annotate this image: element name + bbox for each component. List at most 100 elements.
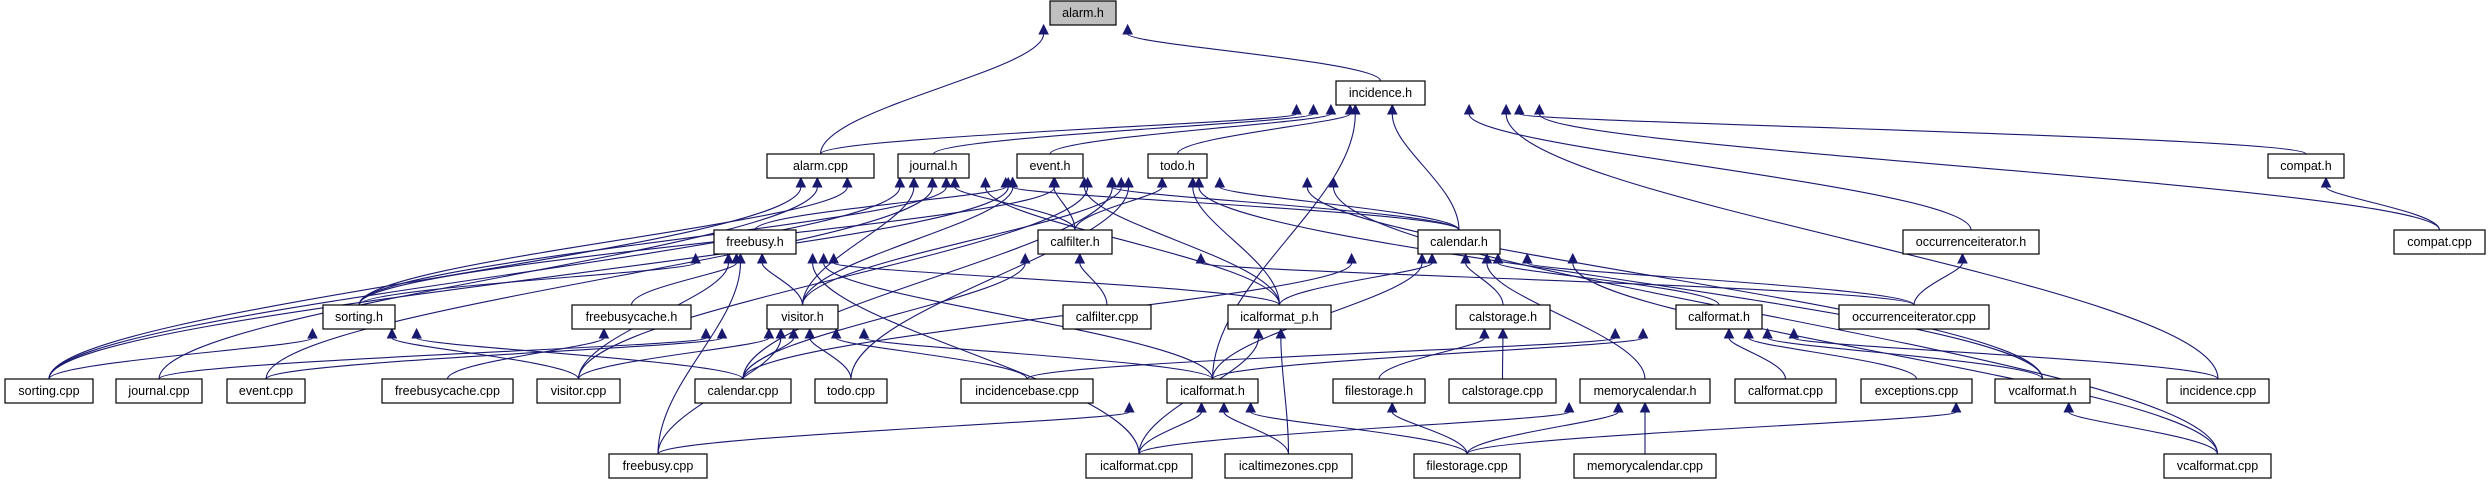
node-occurrenceiterator-h[interactable]: occurrenceiterator.h	[1902, 229, 2040, 255]
arrowhead-icon	[2320, 176, 2332, 188]
node-box[interactable]	[322, 304, 396, 330]
node-calformat-h[interactable]: calformat.h	[1675, 304, 1763, 330]
node-sorting-cpp[interactable]: sorting.cpp	[4, 378, 94, 404]
node-freebusycache-h[interactable]: freebusycache.h	[571, 304, 692, 330]
node-event-h[interactable]: event.h	[1016, 153, 1084, 179]
edge-incidencebase-cpp-to-visitor-h	[830, 327, 1028, 380]
node-box[interactable]	[1417, 229, 1501, 255]
node-box[interactable]	[2166, 378, 2270, 404]
node-journal-h[interactable]: journal.h	[897, 153, 970, 179]
node-box[interactable]	[766, 153, 875, 179]
node-box[interactable]	[1734, 378, 1837, 404]
node-box[interactable]	[381, 378, 514, 404]
node-box[interactable]	[1037, 229, 1113, 255]
arrowhead-icon	[690, 252, 701, 264]
node-box[interactable]	[1049, 0, 1117, 26]
node-icalformat-p-h[interactable]: icalformat_p.h	[1227, 304, 1332, 330]
node-calfilter-h[interactable]: calfilter.h	[1037, 229, 1113, 255]
node-calfilter-cpp[interactable]: calfilter.cpp	[1062, 304, 1152, 330]
node-box[interactable]	[1902, 229, 2040, 255]
node-incidencebase-cpp[interactable]: incidencebase.cpp	[960, 378, 1094, 404]
node-box[interactable]	[1166, 378, 1259, 404]
node-filestorage-cpp[interactable]: filestorage.cpp	[1413, 453, 1521, 479]
arrowhead-icon	[735, 252, 746, 264]
node-filestorage-h[interactable]: filestorage.h	[1332, 378, 1426, 404]
node-box[interactable]	[1675, 304, 1763, 330]
node-visitor-h[interactable]: visitor.h	[766, 304, 839, 330]
node-box[interactable]	[536, 378, 621, 404]
node-calendar-cpp[interactable]: calendar.cpp	[694, 378, 792, 404]
arrowhead-icon	[1416, 252, 1428, 264]
node-box[interactable]	[4, 378, 94, 404]
node-box[interactable]	[1227, 304, 1332, 330]
node-calformat-cpp[interactable]: calformat.cpp	[1734, 378, 1837, 404]
node-todo-h[interactable]: todo.h	[1147, 153, 1208, 179]
node-box[interactable]	[1573, 453, 1717, 479]
node-freebusy-cpp[interactable]: freebusy.cpp	[608, 453, 708, 479]
edge-line	[158, 186, 818, 380]
node-box[interactable]	[2163, 453, 2272, 479]
node-box[interactable]	[1062, 304, 1152, 330]
node-calstorage-cpp[interactable]: calstorage.cpp	[1448, 378, 1557, 404]
node-todo-cpp[interactable]: todo.cpp	[814, 378, 888, 404]
node-calstorage-h[interactable]: calstorage.h	[1455, 304, 1551, 330]
node-sorting-h[interactable]: sorting.h	[322, 304, 396, 330]
node-box[interactable]	[960, 378, 1094, 404]
arrowhead-icon	[830, 327, 842, 339]
node-label: compat.h	[2280, 159, 2331, 173]
edge-calendar-h-to-todo-h	[1214, 176, 1460, 231]
node-box[interactable]	[694, 378, 792, 404]
node-visitor-cpp[interactable]: visitor.cpp	[536, 378, 621, 404]
node-box[interactable]	[1838, 304, 1990, 330]
node-icaltimezones-cpp[interactable]: icaltimezones.cpp	[1224, 453, 1353, 479]
node-box[interactable]	[1448, 378, 1557, 404]
node-box[interactable]	[2393, 229, 2486, 255]
node-exceptions-cpp[interactable]: exceptions.cpp	[1860, 378, 1973, 404]
node-box[interactable]	[1579, 378, 1711, 404]
node-calendar-h[interactable]: calendar.h	[1417, 229, 1501, 255]
node-icalformat-h[interactable]: icalformat.h	[1166, 378, 1259, 404]
node-compat-h[interactable]: compat.h	[2267, 153, 2345, 179]
node-memorycalendar-cpp[interactable]: memorycalendar.cpp	[1573, 453, 1717, 479]
node-label: freebusy.h	[726, 235, 783, 249]
node-memorycalendar-h[interactable]: memorycalendar.h	[1579, 378, 1711, 404]
node-compat-cpp[interactable]: compat.cpp	[2393, 229, 2486, 255]
node-freebusycache-cpp[interactable]: freebusycache.cpp	[381, 378, 514, 404]
node-alarm-cpp[interactable]: alarm.cpp	[766, 153, 875, 179]
node-box[interactable]	[608, 453, 708, 479]
node-box[interactable]	[1147, 153, 1208, 179]
node-vcalformat-cpp[interactable]: vcalformat.cpp	[2163, 453, 2272, 479]
node-box[interactable]	[713, 229, 797, 255]
node-box[interactable]	[1085, 453, 1193, 479]
node-box[interactable]	[571, 304, 692, 330]
node-box[interactable]	[1332, 378, 1426, 404]
node-box[interactable]	[814, 378, 888, 404]
edge-calfilter-h-to-todo-h	[1074, 176, 1168, 231]
node-box[interactable]	[1016, 153, 1084, 179]
node-incidence-h[interactable]: incidence.h	[1335, 80, 1426, 106]
node-box[interactable]	[226, 378, 306, 404]
node-box[interactable]	[2267, 153, 2345, 179]
node-incidence-cpp[interactable]: incidence.cpp	[2166, 378, 2270, 404]
node-occurrenceiterator-cpp[interactable]: occurrenceiterator.cpp	[1838, 304, 1990, 330]
arrowhead-icon	[1275, 327, 1287, 339]
node-box[interactable]	[1860, 378, 1973, 404]
node-freebusy-h[interactable]: freebusy.h	[713, 229, 797, 255]
arrowhead-icon	[795, 176, 807, 188]
node-vcalformat-h[interactable]: vcalformat.h	[1994, 378, 2091, 404]
arrowhead-icon	[1497, 327, 1509, 339]
node-icalformat-cpp[interactable]: icalformat.cpp	[1085, 453, 1193, 479]
edge-icalformat-p-h-to-freebusy-h	[828, 252, 1281, 306]
node-alarm-h[interactable]: alarm.h	[1049, 0, 1117, 26]
node-box[interactable]	[1224, 453, 1353, 479]
node-event-cpp[interactable]: event.cpp	[226, 378, 306, 404]
node-box[interactable]	[1994, 378, 2091, 404]
node-box[interactable]	[1413, 453, 1521, 479]
node-box[interactable]	[115, 378, 203, 404]
edge-line	[1176, 113, 1351, 155]
node-journal-cpp[interactable]: journal.cpp	[115, 378, 203, 404]
node-box[interactable]	[1455, 304, 1551, 330]
node-box[interactable]	[766, 304, 839, 330]
node-box[interactable]	[897, 153, 970, 179]
node-box[interactable]	[1335, 80, 1426, 106]
